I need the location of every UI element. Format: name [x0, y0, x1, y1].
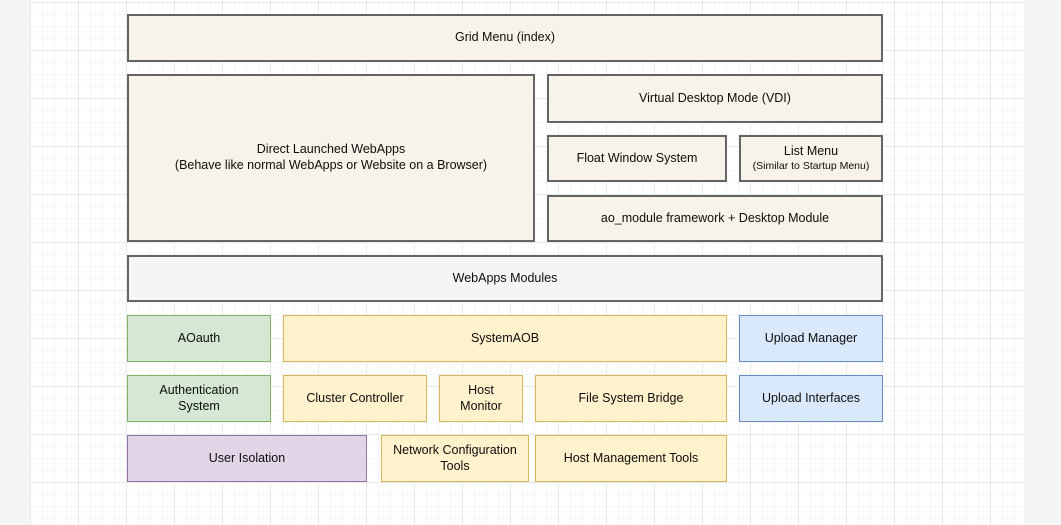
node-aoauth[interactable]: AOauth [127, 315, 271, 362]
node-label: AOauth [177, 330, 221, 345]
node-label: Upload Interfaces [762, 390, 860, 405]
node-upload-manager[interactable]: Upload Manager [739, 315, 883, 362]
node-label: Cluster Controller [306, 390, 404, 405]
node-float-window-system[interactable]: Float Window System [547, 135, 727, 182]
node-label: SystemAOB [470, 330, 540, 345]
node-label: Network Configuration Tools [393, 442, 517, 473]
node-label: ao_module framework + Desktop Module [600, 210, 830, 225]
node-webapps-modules[interactable]: WebApps Modules [127, 255, 883, 302]
node-host-management-tools[interactable]: Host Management Tools [535, 435, 727, 482]
node-list-menu[interactable]: List Menu (Similar to Startup Menu) [739, 135, 883, 182]
node-authentication-system[interactable]: Authentication System [127, 375, 271, 422]
node-host-monitor[interactable]: Host Monitor [439, 375, 523, 422]
node-network-configuration-tools[interactable]: Network Configuration Tools [381, 435, 529, 482]
node-label: Host Monitor [460, 382, 502, 413]
node-user-isolation[interactable]: User Isolation [127, 435, 367, 482]
node-ao-module-framework[interactable]: ao_module framework + Desktop Module [547, 195, 883, 242]
node-grid-menu[interactable]: Grid Menu (index) [127, 14, 883, 62]
node-label: WebApps Modules [452, 270, 558, 285]
node-virtual-desktop-mode[interactable]: Virtual Desktop Mode (VDI) [547, 74, 883, 123]
node-label: File System Bridge [578, 390, 684, 405]
node-file-system-bridge[interactable]: File System Bridge [535, 375, 727, 422]
node-sublabel: (Behave like normal WebApps or Website o… [174, 158, 488, 172]
node-label: List Menu [783, 144, 839, 159]
node-systemaob[interactable]: SystemAOB [283, 315, 727, 362]
node-label: Upload Manager [764, 330, 858, 345]
node-label: Float Window System [576, 150, 698, 165]
node-label: Authentication System [159, 382, 239, 413]
node-upload-interfaces[interactable]: Upload Interfaces [739, 375, 883, 422]
node-label: Host Management Tools [563, 450, 699, 465]
node-cluster-controller[interactable]: Cluster Controller [283, 375, 427, 422]
node-label: Grid Menu (index) [454, 30, 556, 45]
node-label: Direct Launched WebApps [256, 142, 406, 157]
node-label: Virtual Desktop Mode (VDI) [639, 90, 791, 105]
node-sublabel: (Similar to Startup Menu) [752, 159, 870, 172]
node-direct-launched-webapps[interactable]: Direct Launched WebApps (Behave like nor… [127, 74, 535, 242]
node-label: User Isolation [208, 450, 286, 465]
